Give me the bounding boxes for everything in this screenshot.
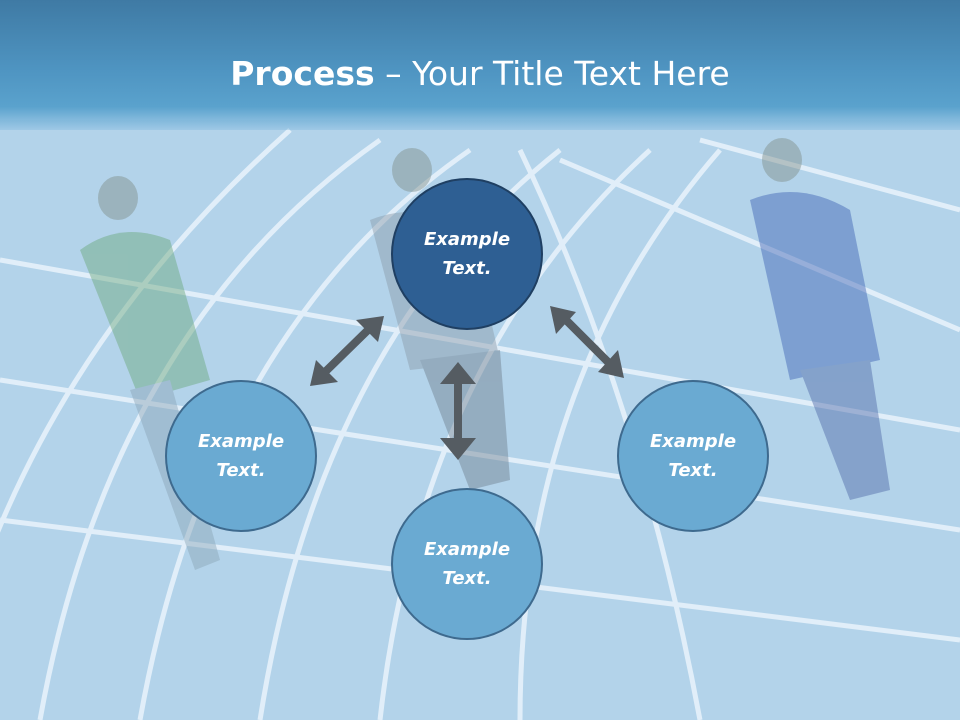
process-node-top-label: Example Text.: [423, 229, 511, 279]
process-node-bottom: Example Text.: [391, 488, 543, 640]
page-title: Process – Your Title Text Here: [0, 50, 960, 98]
process-node-right-label: Example Text.: [649, 431, 737, 481]
process-node-top: Example Text.: [391, 178, 543, 330]
page-title-rest: – Your Title Text Here: [374, 54, 730, 93]
title-banner: [0, 0, 960, 130]
process-node-left-label: Example Text.: [197, 431, 285, 481]
process-node-right: Example Text.: [617, 380, 769, 532]
page-title-bold: Process: [230, 54, 375, 93]
process-node-left: Example Text.: [165, 380, 317, 532]
process-node-bottom-label: Example Text.: [423, 539, 511, 589]
